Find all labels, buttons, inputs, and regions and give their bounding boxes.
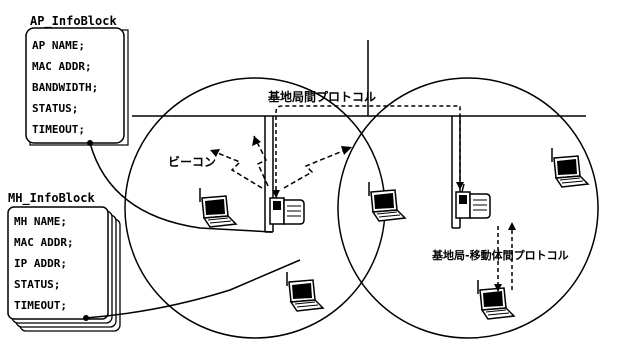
laptop-icon [286,271,324,312]
ap-infoblock-title: AP_InfoBlock [30,14,117,29]
bs-mobile-protocol-label: 基地局-移動体間プロトコル [431,248,569,262]
ap-infoblock: AP_InfoBlock AP NAME; MAC ADDR; BANDWIDT… [25,14,129,146]
beacon-label: ビーコン [168,154,216,169]
base-station-right-icon [455,183,491,219]
mh-field-status: STATUS; [14,278,60,291]
mh-field-ip: IP ADDR; [14,257,67,270]
bs-mobile-arrow [494,222,516,292]
mh-field-name: MH NAME; [14,215,67,228]
ap-field-bandwidth: BANDWIDTH; [32,81,98,94]
ap-field-name: AP NAME; [32,39,85,52]
cell-coverage-left [124,77,386,339]
mh-field-timeout: TIMEOUT; [14,299,67,312]
beacon-arrows [209,135,352,189]
inter-bs-protocol-arrow [275,105,461,190]
laptop-icon [199,187,237,228]
ap-field-timeout: TIMEOUT; [32,123,85,136]
mh-block-connector [85,259,301,319]
inter-bs-protocol-label: 基地局間プロトコル [267,89,376,104]
mh-infoblock-title: MH_InfoBlock [8,191,95,206]
mh-infoblock: MH_InfoBlock MH NAME; MAC ADDR; IP ADDR;… [7,191,121,332]
laptop-icon [368,181,406,222]
ap-field-status: STATUS; [32,102,78,115]
laptop-icon [551,147,589,188]
ap-field-mac: MAC ADDR; [32,60,92,73]
ap-block-connector [89,142,273,233]
cell-coverage-right [337,77,599,339]
mh-field-mac: MAC ADDR; [14,236,74,249]
